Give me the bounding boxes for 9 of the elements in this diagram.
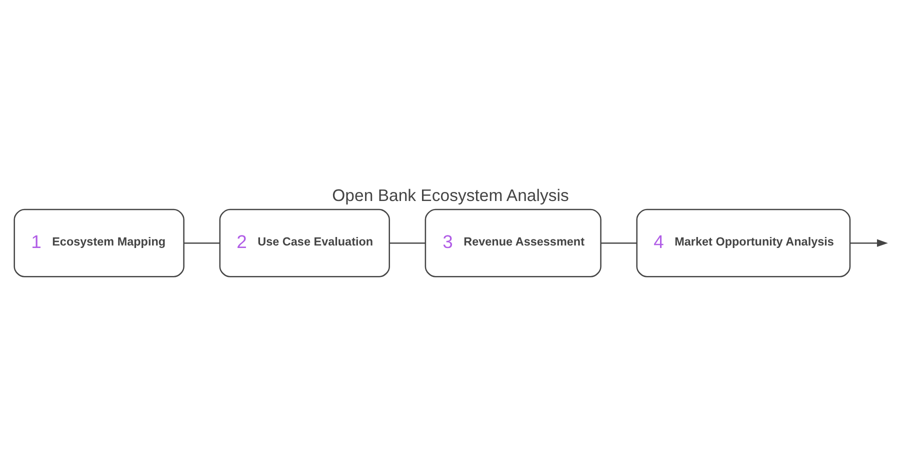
diagram-title: Open Bank Ecosystem Analysis [332,186,569,205]
connector [601,242,637,244]
connector [184,242,220,244]
arrow [850,238,888,246]
connector [390,242,426,244]
node-box: 4 Market Opportunity Analysis [636,208,851,277]
node-box: 1 Ecosystem Mapping [14,208,184,277]
node-box: 3 Revenue Assessment [424,208,602,277]
node-box: 2 Use Case Evaluation [219,208,390,277]
